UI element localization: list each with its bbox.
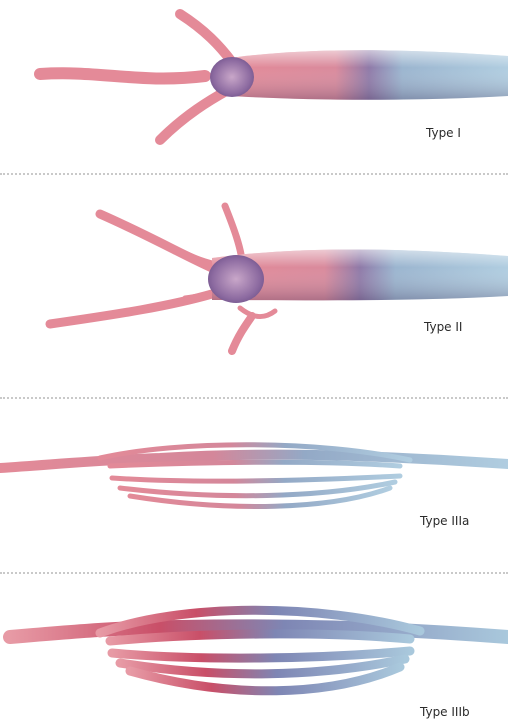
type-3a-label: Type IIIa — [420, 514, 469, 528]
divider — [0, 572, 508, 574]
fistula-point — [208, 255, 264, 303]
divider — [0, 397, 508, 399]
type-2-label: Type II — [424, 320, 462, 334]
panel-type-1: Type I — [0, 0, 508, 170]
panel-type-2: Type II — [0, 176, 508, 394]
panel-type-3a: Type IIIa — [0, 400, 508, 568]
type-1-illustration — [0, 0, 508, 170]
panel-type-3b: Type IIIb — [0, 575, 508, 725]
type-3b-label: Type IIIb — [420, 705, 470, 719]
type-3b-illustration — [0, 575, 508, 725]
fistula-point — [210, 57, 254, 97]
divider — [0, 173, 508, 175]
type-3a-illustration — [0, 400, 508, 568]
type-1-label: Type I — [426, 126, 461, 140]
feeding-artery — [40, 73, 205, 78]
type-2-illustration — [0, 176, 508, 394]
